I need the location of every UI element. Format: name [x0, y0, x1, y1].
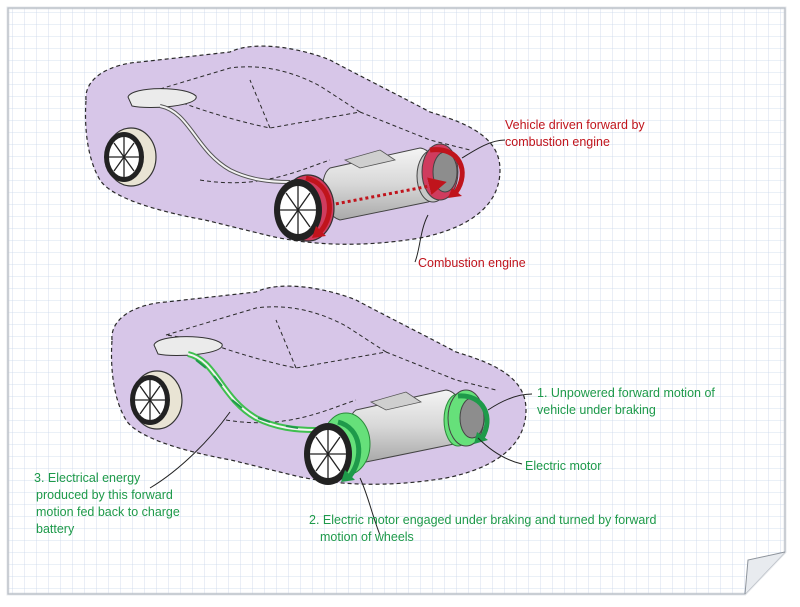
- callout-unpowered-motion-line2: vehicle under braking: [537, 403, 656, 417]
- callout-unpowered-motion-line1: 1. Unpowered forward motion of: [537, 386, 715, 400]
- callout-unpowered-motion: 1. Unpowered forward motion of vehicle u…: [537, 385, 715, 419]
- bottom-car-illustration: [110, 285, 533, 536]
- callout-electrical-energy-line2: produced by this forward: [36, 488, 173, 502]
- callout-vehicle-driven-line2: combustion engine: [505, 135, 610, 149]
- callout-vehicle-driven-line1: Vehicle driven forward by: [505, 118, 645, 132]
- callout-electrical-energy-line4: battery: [36, 522, 75, 536]
- callout-electric-motor: Electric motor: [525, 459, 602, 473]
- callout-motor-engaged-line2: motion of wheels: [320, 530, 414, 544]
- callout-vehicle-driven: Vehicle driven forward by combustion eng…: [505, 117, 645, 151]
- callout-electrical-energy-line1: 3. Electrical energy: [34, 471, 141, 485]
- callout-electrical-energy-line3: motion fed back to charge: [36, 505, 180, 519]
- callout-motor-engaged-line1: 2. Electric motor engaged under braking …: [309, 513, 657, 527]
- callout-motor-engaged: 2. Electric motor engaged under braking …: [309, 512, 656, 546]
- callout-electrical-energy: 3. Electrical energy produced by this fo…: [34, 470, 180, 538]
- callout-combustion-engine: Combustion engine: [418, 256, 526, 270]
- top-car-illustration: [84, 45, 506, 263]
